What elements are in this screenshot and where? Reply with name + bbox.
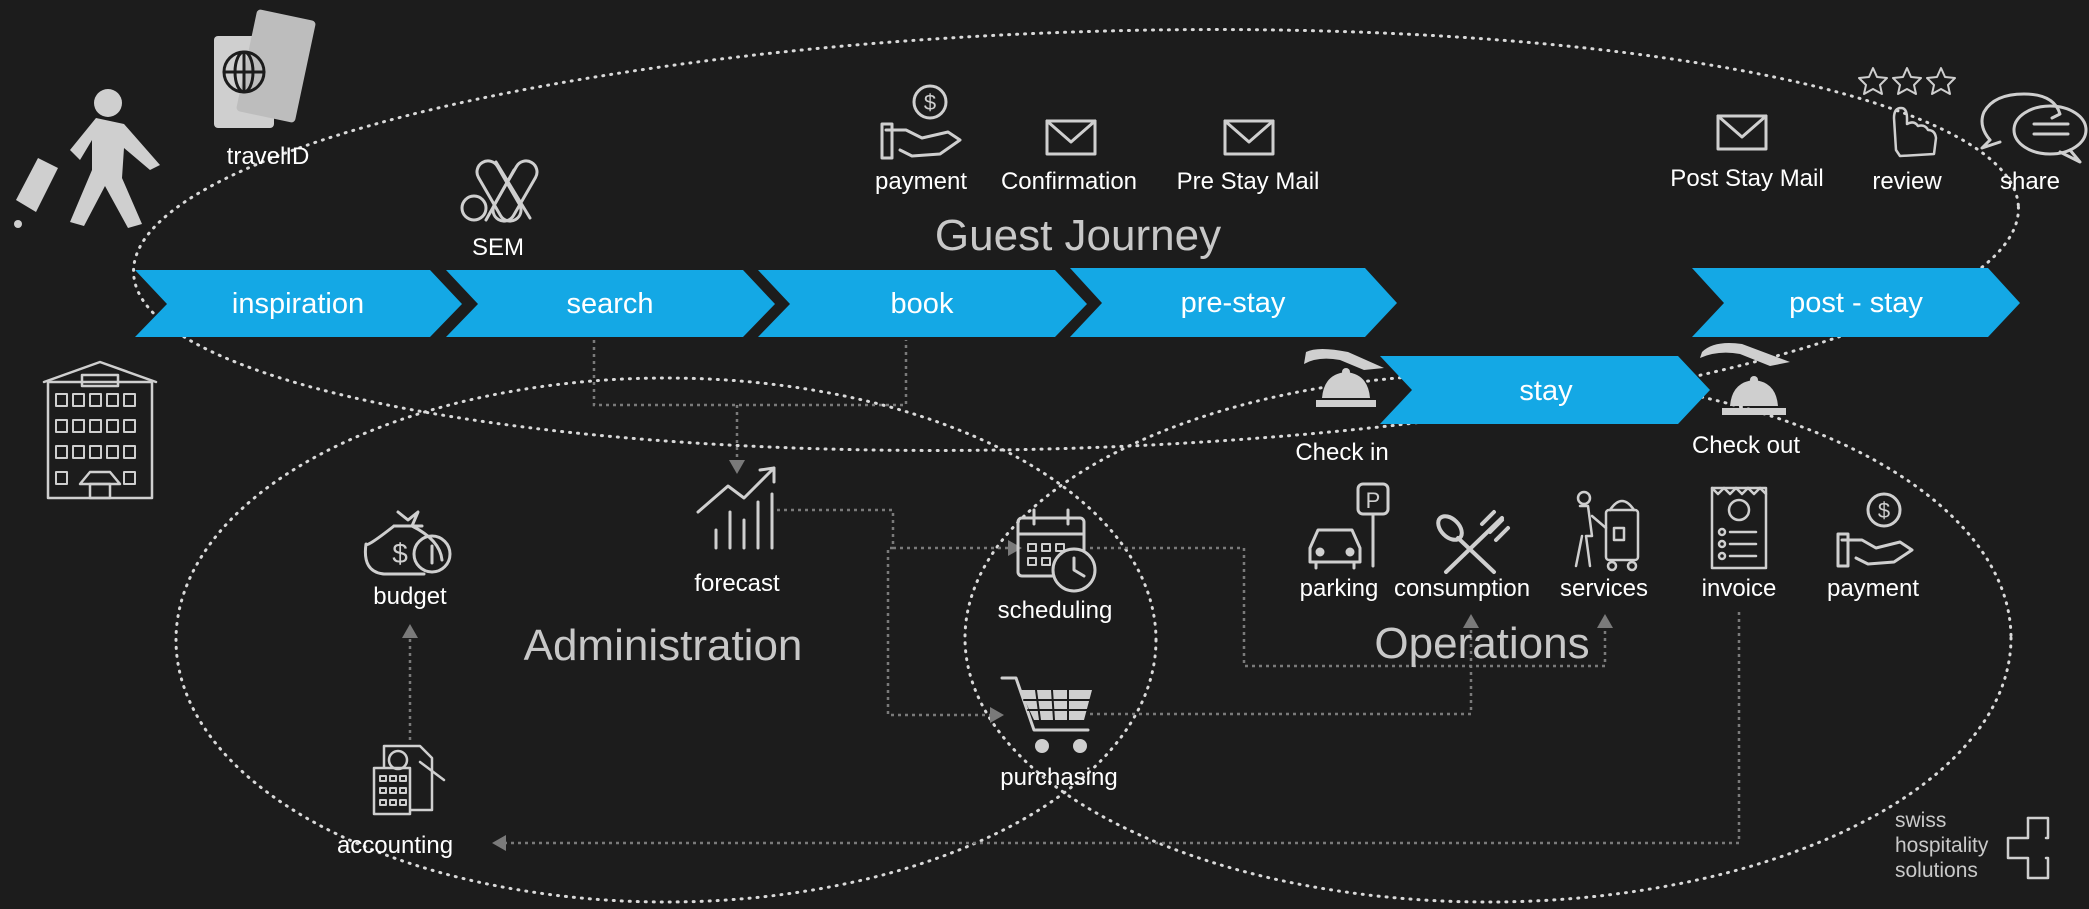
label-payment-operations: payment [1826, 575, 1920, 602]
svg-text:$: $ [924, 90, 936, 115]
label-post-stay-mail: Post Stay Mail [1670, 165, 1824, 192]
step-label-pre-stay: pre-stay [1180, 287, 1286, 319]
hand-coin-icon: $ [1836, 492, 1914, 568]
label-review: review [1872, 168, 1942, 195]
label-share: share [1999, 168, 2061, 195]
envelope-icon [1223, 119, 1275, 156]
arrowhead-budget [402, 624, 418, 638]
label-pre-stay-mail: Pre Stay Mail [1176, 168, 1320, 195]
hotel-icon [42, 360, 158, 500]
label-consumption: consumption [1393, 575, 1531, 602]
envelope-icon [1045, 119, 1097, 156]
calculator-doc-icon [372, 744, 446, 816]
label-forecast: forecast [694, 570, 780, 597]
chart-up-icon [696, 466, 776, 550]
brand-line-2: hospitality [1895, 834, 1989, 857]
passport-icon [214, 9, 316, 128]
brand-wordmark: swiss hospitality solutions [1895, 808, 1988, 883]
label-check-in: Check in [1295, 439, 1389, 466]
connector-purchasing-consumption [1090, 628, 1473, 716]
step-book-chevron[interactable] [758, 270, 1087, 337]
label-budget: budget [373, 583, 447, 610]
step-label-post-stay: post - stay [1789, 287, 1923, 319]
step-inspiration-chevron[interactable] [135, 270, 462, 337]
label-travelid: travelID [226, 143, 310, 170]
label-services: services [1559, 575, 1649, 602]
administration-ellipse [174, 376, 1158, 904]
step-label-book: book [890, 288, 954, 320]
pointer-hand-icon [1892, 106, 1938, 158]
section-title-operations: Operations [1374, 619, 1590, 668]
step-label-search: search [566, 288, 654, 320]
fork-spoon-icon [1436, 510, 1510, 574]
label-purchasing: purchasing [1000, 764, 1118, 791]
section-title-administration: Administration [523, 621, 803, 670]
label-confirmation: Confirmation [1000, 168, 1138, 195]
car-parking-icon: P [1308, 482, 1390, 570]
brand-line-3: solutions [1895, 859, 1978, 882]
arrowhead-scheduling [1008, 540, 1022, 556]
step-post-stay-chevron[interactable] [1692, 268, 2020, 337]
stars-icon [1858, 67, 1956, 95]
swiss-cross-logo-icon [2006, 816, 2050, 880]
arrowhead-consumption [1463, 614, 1479, 628]
label-sem: SEM [471, 234, 525, 261]
connector-forecast-purchasing [886, 546, 990, 717]
step-search-chevron[interactable] [446, 270, 775, 337]
money-bag-icon: $ [363, 510, 452, 576]
step-label-stay: stay [1519, 375, 1573, 407]
step-pre-stay-chevron[interactable] [1070, 268, 1397, 337]
label-scheduling: scheduling [997, 597, 1113, 624]
arrowhead-services [1597, 614, 1613, 628]
service-bell-icon [1304, 349, 1384, 407]
envelope-icon [1716, 114, 1768, 151]
svg-text:$: $ [392, 538, 408, 569]
label-accounting: accounting [336, 832, 454, 859]
connector-invoice-accounting [506, 612, 1741, 845]
calendar-clock-icon [1016, 508, 1097, 593]
brand-line-1: swiss [1895, 809, 1947, 832]
step-stay-chevron[interactable] [1380, 356, 1710, 424]
label-invoice: invoice [1701, 575, 1777, 602]
arrowhead-forecast [729, 460, 745, 474]
porter-luggage-icon [1574, 490, 1640, 572]
chat-bubbles-icon [1980, 92, 2088, 164]
section-title-guest-journey: Guest Journey [934, 211, 1222, 260]
step-label-inspiration: inspiration [231, 288, 365, 320]
google-ads-icon [460, 159, 539, 223]
arrowhead-purchasing [990, 707, 1004, 723]
label-payment-booking: payment [874, 168, 968, 195]
connector-search-forecast [592, 340, 908, 407]
arrowhead-accounting [492, 835, 506, 851]
connector-scheduling-services [1090, 546, 1607, 668]
label-check-out: Check out [1691, 432, 1801, 459]
shopping-cart-icon [1000, 676, 1092, 753]
label-parking: parking [1299, 575, 1379, 602]
guest-journey-ellipse [132, 28, 2020, 452]
receipt-icon [1710, 486, 1768, 570]
traveler-icon [14, 89, 160, 228]
svg-text:P: P [1366, 488, 1381, 513]
service-bell-icon [1700, 343, 1790, 415]
svg-text:$: $ [1878, 498, 1890, 523]
hand-coin-icon: $ [880, 84, 962, 160]
connector-forecast-scheduling [777, 508, 1008, 550]
